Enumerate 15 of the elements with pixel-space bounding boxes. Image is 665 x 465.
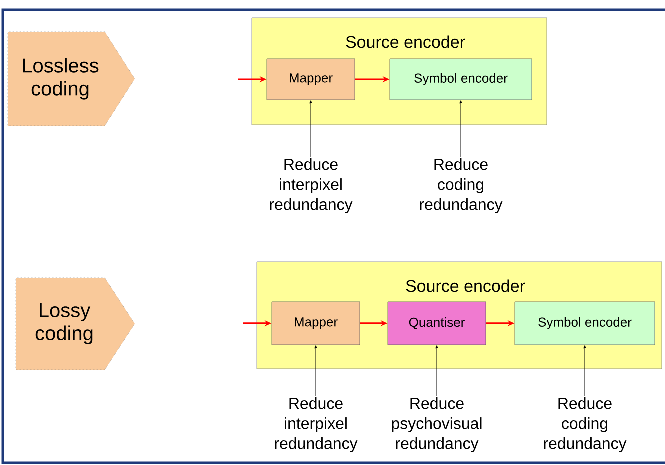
process-box: Mapper bbox=[272, 302, 360, 346]
leader-line bbox=[314, 346, 318, 397]
process-box: Symbol encoder bbox=[514, 302, 656, 346]
annotation-text: Reduce coding redundancy bbox=[544, 398, 627, 452]
leader-line bbox=[310, 100, 312, 158]
process-box: Quantiser bbox=[388, 302, 486, 346]
annotation-text: Reduce coding redundancy bbox=[420, 158, 503, 214]
annotation-text: Reduce psychovisual redundancy bbox=[392, 398, 482, 452]
leader-line bbox=[584, 346, 586, 397]
annotation-text: Reduce interpixel redundancy bbox=[275, 398, 358, 452]
leader-line bbox=[436, 346, 438, 397]
process-box: Symbol encoder bbox=[390, 58, 532, 100]
leader-line bbox=[460, 100, 462, 158]
annotation-text: Reduce interpixel redundancy bbox=[270, 158, 353, 214]
process-box: Mapper bbox=[266, 58, 356, 100]
